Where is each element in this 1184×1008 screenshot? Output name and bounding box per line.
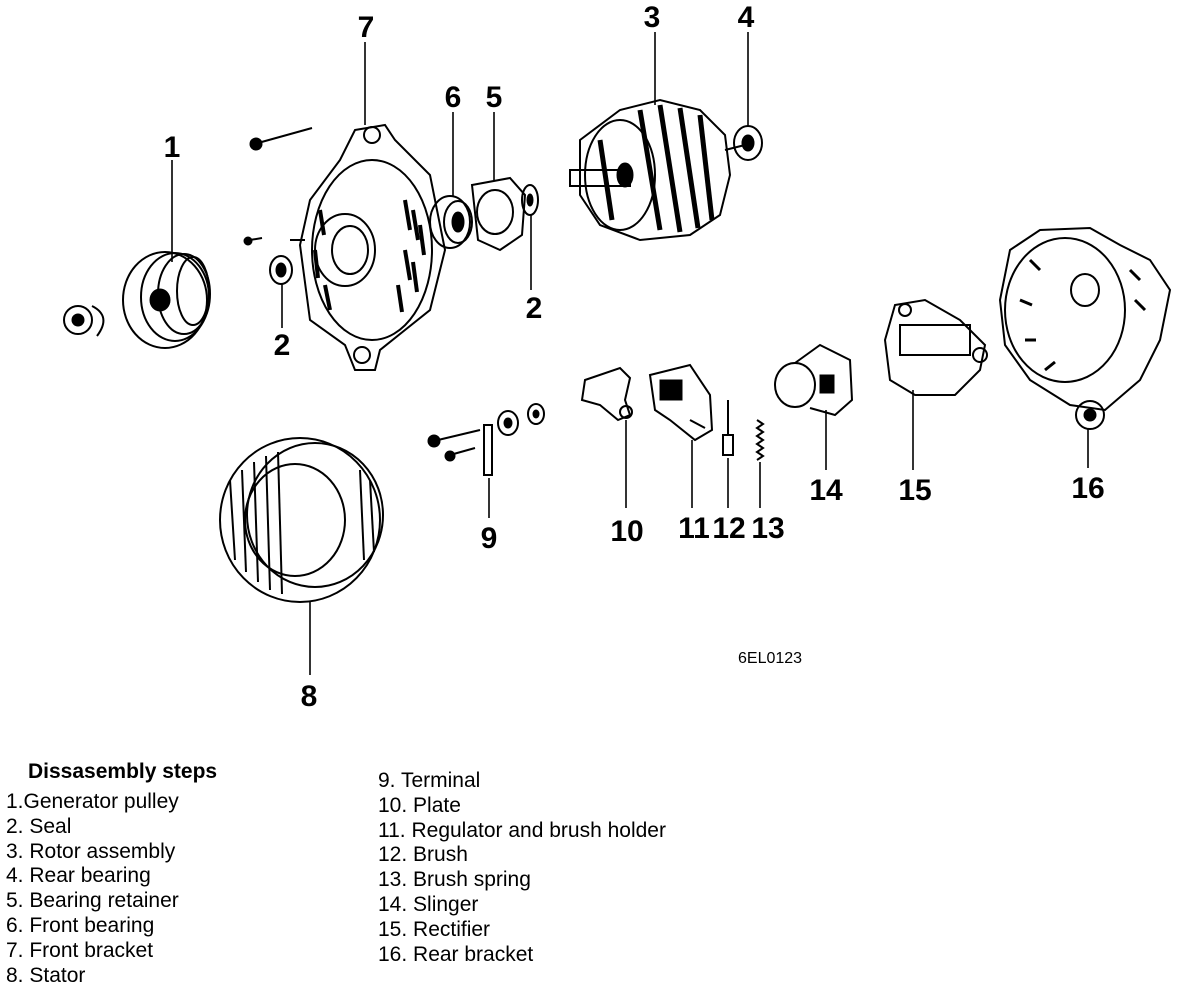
seal-right xyxy=(521,184,539,216)
exploded-view-diagram: 1 2 2 3 4 5 6 7 8 9 10 11 12 13 14 15 16… xyxy=(63,1,1172,713)
generator-pulley xyxy=(63,251,211,349)
callout-14: 14 xyxy=(809,474,843,507)
terminal xyxy=(427,403,545,476)
legend-title: Dissasembly steps xyxy=(28,760,218,783)
legend-item: 12. Brush xyxy=(378,843,468,867)
callout-12: 12 xyxy=(712,512,745,545)
stator xyxy=(219,437,384,603)
callout-5: 5 xyxy=(486,81,503,114)
callout-7: 7 xyxy=(358,11,375,44)
callout-13: 13 xyxy=(751,512,784,545)
callout-9: 9 xyxy=(481,522,498,555)
front-bracket xyxy=(249,123,447,371)
legend-item: 10. Plate xyxy=(378,793,461,817)
legend-item: 8. Stator xyxy=(6,963,86,987)
legend-item: 5. Bearing retainer xyxy=(6,889,179,913)
plate xyxy=(580,366,633,422)
legend-item: 6. Front bearing xyxy=(6,913,155,937)
rear-bracket xyxy=(998,226,1172,430)
seal-left xyxy=(243,236,293,285)
front-bearing xyxy=(429,195,473,249)
slinger xyxy=(774,343,854,417)
legend-item: 7. Front bracket xyxy=(6,938,154,962)
rear-bearing xyxy=(733,125,763,161)
callout-8: 8 xyxy=(301,680,318,713)
legend-item: 9. Terminal xyxy=(378,769,481,792)
legend-item: 15. Rectifier xyxy=(378,917,491,941)
callout-16: 16 xyxy=(1071,472,1104,505)
legend-right-column: 9. Terminal 10. Plate 11. Regulator and … xyxy=(378,768,666,966)
callout-1: 1 xyxy=(164,131,181,164)
legend-item: 11. Regulator and brush holder xyxy=(378,818,666,842)
rotor-assembly xyxy=(569,98,746,242)
legend-item: 16. Rear bracket xyxy=(378,942,534,966)
legend-item: 14. Slinger xyxy=(378,892,479,916)
callout-10: 10 xyxy=(610,515,643,548)
legend-item: 4. Rear bearing xyxy=(6,864,151,888)
legend-left-column: 1.Generator pulley 2. Seal 3. Rotor asse… xyxy=(6,789,179,987)
callout-3: 3 xyxy=(644,1,661,34)
legend-item: 1.Generator pulley xyxy=(6,790,179,813)
legend-item: 13. Brush spring xyxy=(378,868,531,892)
brush xyxy=(722,400,734,456)
rectifier xyxy=(883,298,988,396)
callout-2-right: 2 xyxy=(526,292,543,325)
brush-spring xyxy=(755,419,765,461)
callout-4: 4 xyxy=(738,1,755,34)
legend-item: 3. Rotor assembly xyxy=(6,839,176,863)
callout-2-left: 2 xyxy=(274,329,291,362)
bearing-retainer xyxy=(470,176,527,252)
regulator-and-brush-holder xyxy=(648,363,714,442)
figure-code: 6EL0123 xyxy=(738,650,802,667)
callout-11: 11 xyxy=(678,512,710,545)
callout-6: 6 xyxy=(445,81,462,114)
callout-15: 15 xyxy=(898,474,931,507)
legend-item: 2. Seal xyxy=(6,814,72,838)
